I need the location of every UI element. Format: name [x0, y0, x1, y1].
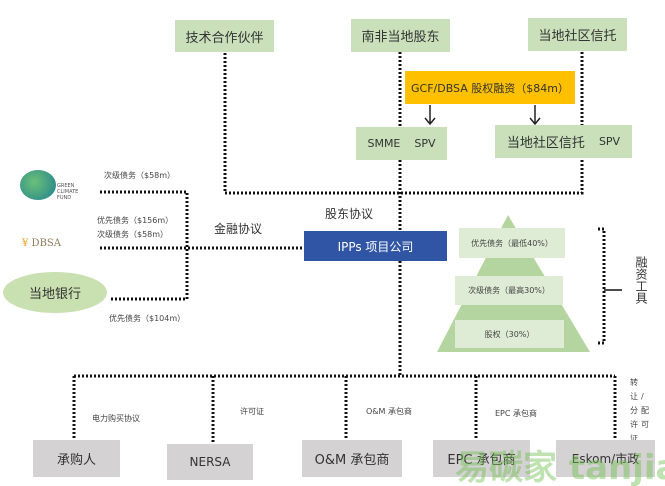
- trust-spv-box: 当地社区信托 SPV: [495, 125, 632, 158]
- ppa-label: 电力购买协议: [92, 414, 140, 423]
- epc-label: EPC 承包商: [495, 409, 538, 418]
- license-label: 许可证: [240, 407, 264, 416]
- gcf-logo: [20, 170, 56, 200]
- om-label: O&M 承包商: [366, 407, 412, 416]
- transfer-license-label: 转让/分配许可证: [630, 378, 652, 443]
- nersa-box: NERSA: [167, 444, 253, 480]
- pyramid-senior-debt: 优先债务（最低40%）: [459, 228, 565, 258]
- eskom-box: Eskom/市政: [556, 440, 655, 477]
- watermark: 易碳家 tanjiaoyi: [455, 448, 665, 486]
- offtaker-box: 承购人: [33, 440, 120, 477]
- smme-spv-box: SMME SPV: [356, 127, 447, 160]
- dbsa-senior-label: 优先债务（$156m）: [97, 216, 174, 225]
- contract-lines: [72, 374, 617, 444]
- local-bank-ellipse: 当地银行: [3, 272, 107, 313]
- smme-label: SMME: [367, 137, 401, 150]
- shareholder-agreement-label: 股东协议: [325, 207, 374, 221]
- pyramid-sub-debt: 次级债务（最高30%）: [455, 276, 563, 305]
- equity-financing-box: GCF/DBSA 股权融资（$84m）: [405, 71, 575, 104]
- financing-agreement-label: 金融协议: [214, 222, 263, 236]
- bracket-line: [598, 227, 606, 345]
- dbsa-logo: ¥ DBSA: [22, 238, 61, 249]
- trust-label: 当地社区信托: [506, 136, 585, 151]
- financing-instruments-title: 融资工具: [634, 256, 648, 304]
- arrow-icons: [424, 105, 541, 126]
- gcf-debt-label: 次级债务（$58m）: [104, 171, 176, 180]
- sa-shareholders-box: 南非当地股东: [351, 19, 450, 52]
- spv-label: SPV: [414, 137, 436, 150]
- ipp-project-company-box: IPPs 项目公司: [304, 231, 447, 261]
- epc-contractor-box: EPC 承包商: [433, 440, 530, 477]
- om-contractor-box: O&M 承包商: [302, 440, 402, 477]
- spv-label: SPV: [598, 135, 621, 148]
- dbsa-sub-label: 次级债务（$58m）: [97, 230, 169, 239]
- bank-senior-label: 优先债务（$104m）: [109, 314, 186, 323]
- gcf-logo-text: GREEN CLIMATE FUND: [57, 183, 79, 201]
- tech-partner-line: [223, 52, 584, 195]
- community-trust-box: 当地社区信托: [528, 18, 627, 51]
- lender-lines: [100, 190, 304, 301]
- tech-partner-box: 技术合作伙伴: [175, 20, 274, 52]
- dbsa-logo-text: DBSA: [31, 238, 61, 249]
- pyramid-equity: 股权（30%）: [455, 320, 564, 348]
